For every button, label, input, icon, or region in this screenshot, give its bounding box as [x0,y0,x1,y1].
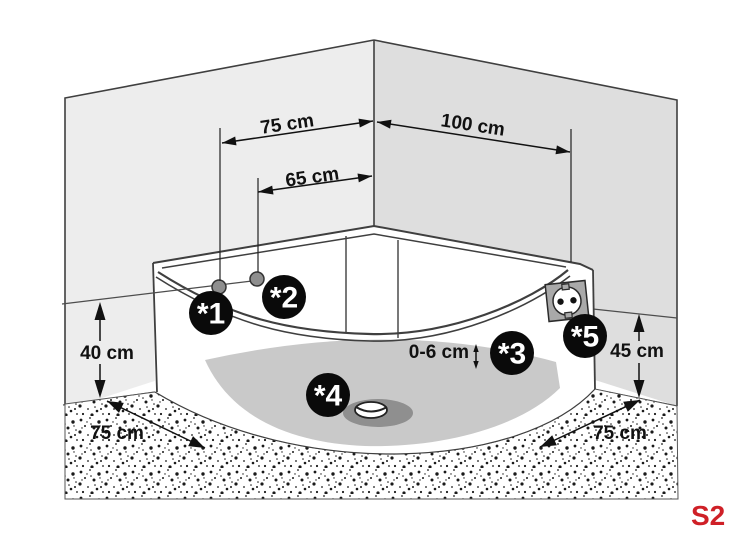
jet-dot-2 [249,271,265,287]
corner-bathtub [152,224,596,455]
dimension-label: 40 cm [80,343,134,364]
dimension-height-40: 40 cm [80,302,134,398]
dimension-label: 75 cm [593,423,647,444]
rim-inner-edge [161,233,567,269]
dimension-bottom-right-75: 75 cm [539,399,647,448]
marker-5: *5 [563,314,607,358]
dimension-top-65: 65 cm [257,163,373,195]
dimension-height-45: 45 cm [610,314,664,398]
sheet-code: S2 [691,500,725,531]
marker-label: *2 [270,282,298,315]
marker-label: *5 [571,321,599,354]
left-wall-edge [64,39,375,405]
dimension-bottom-left-75: 75 cm [90,400,206,449]
power-socket-icon [544,279,590,323]
dimension-label: 75 cm [90,423,144,444]
marker-3: *3 [490,331,534,375]
dimension-label: 45 cm [610,341,664,362]
marker-label: *1 [197,298,225,331]
under-tub-shadow [205,339,560,447]
dimension-label: 0-6 cm [409,342,469,363]
drain-flange-line [355,406,388,413]
drain [343,399,413,427]
marker-label: *4 [314,380,343,413]
height-45-reference-line [592,308,678,319]
dimension-floor-gap: 0-6 cm [409,342,479,369]
marker-1: *1 [189,291,233,335]
rim-outer-edge [152,224,594,271]
tub-bottom-curve [154,388,596,455]
right-wall-edge [373,39,678,406]
marker-4: *4 [306,373,350,417]
drain-hole [354,401,388,419]
tub-left-edge [152,262,158,393]
marker-2: *2 [262,275,306,319]
marker-label: *3 [498,338,526,371]
